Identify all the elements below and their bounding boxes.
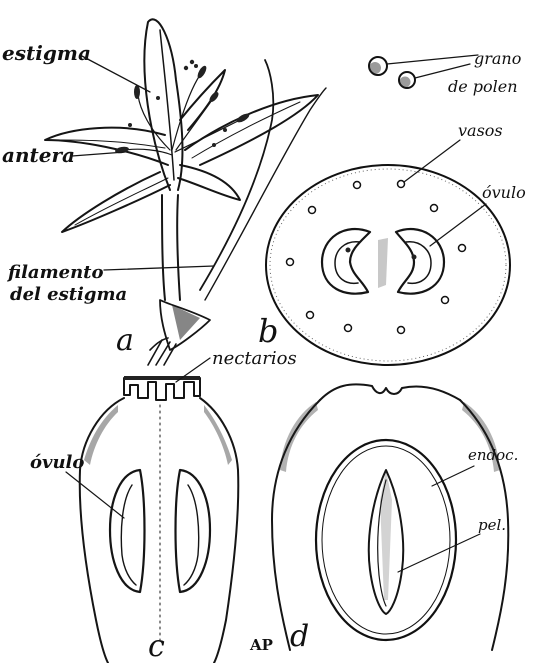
vessel [398,181,405,188]
vessel [442,297,449,304]
vessel [459,245,466,252]
label-grano: grano [474,49,521,68]
label-de-polen: de polen [448,77,518,96]
petal-lower-right [178,165,240,200]
label-pel: pel. [478,516,506,534]
vessel [307,312,314,319]
vessel [398,327,405,334]
label-antera: antera [2,143,75,167]
ovary-d-outline-left [272,400,320,650]
leader-estigma [80,55,150,92]
vessel [354,182,361,189]
panel-letter-c: c [148,629,165,663]
panel-letter-a: a [116,323,134,358]
leader-antera [72,152,125,156]
cross-section-outline [266,165,510,365]
vessel [431,205,438,212]
petal-upper [144,19,182,190]
ovary-outline-left [80,398,124,663]
label-endoc: endoc. [468,446,518,464]
ovary-d-top [320,384,460,400]
vessel [287,259,294,266]
ovary-longitudinal-d [272,384,508,650]
label-filamento-2: del estigma [10,284,127,305]
panel-letter-b: b [258,312,278,350]
vessel [309,207,316,214]
panel-letter-d: d [290,619,309,654]
label-ovulo-c: óvulo [30,452,84,473]
label-nectarios-text: nectarios [212,348,297,369]
artist-signature: AP [249,636,273,654]
leader-endoc [432,466,474,486]
vessel [345,325,352,332]
label-filamento-1: filamento [6,262,104,283]
label-vasos: vasos [458,121,503,140]
nectary-rim [124,378,200,400]
leader-filamento [104,266,214,270]
floral-tube [162,195,165,300]
leader-pel [398,534,480,572]
ovary-longitudinal-c [80,376,239,663]
anther [134,85,140,99]
label-estigma: estigma [2,41,91,65]
ovary-cross-section [266,165,510,365]
label-ovulo-b: óvulo [482,183,526,202]
